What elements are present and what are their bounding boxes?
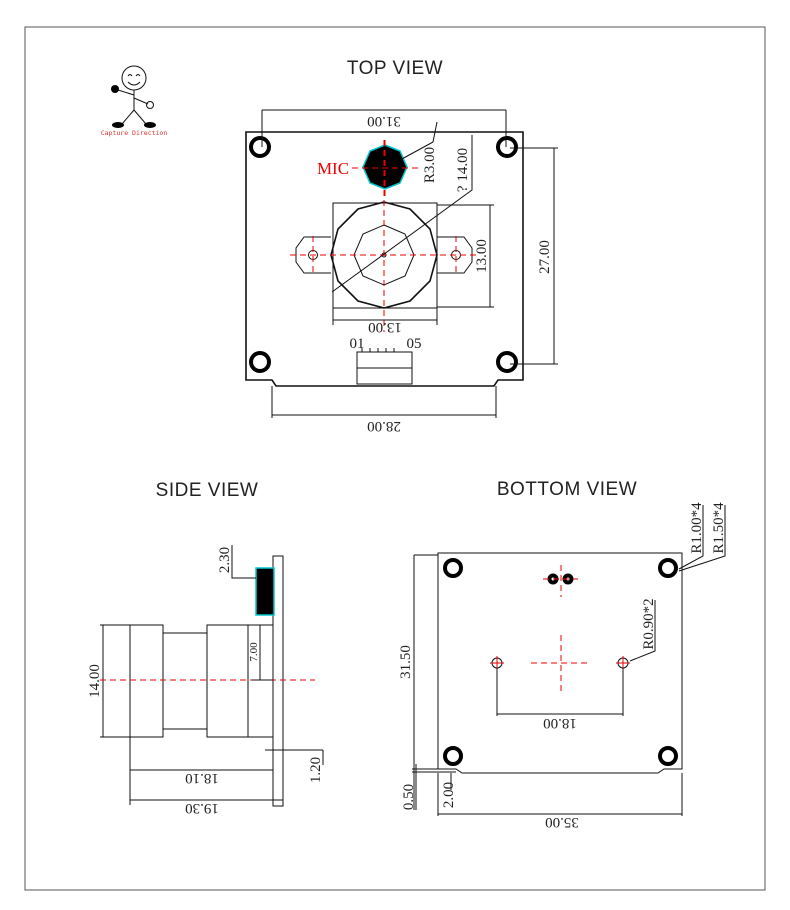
side-chip [255,567,275,616]
lens-width-label: 13.00 [368,319,402,335]
mount-hole [658,558,678,578]
hole-r1-label: R1.00*4 [689,502,705,554]
mount-hole [249,136,271,158]
top-board-outline [245,131,524,387]
offset-a-label: 0.50 [401,784,417,810]
top-view-title: TOP VIEW [347,58,443,79]
pin-first-label: 01 [350,336,365,352]
lens-height-label: 13.00 [474,239,490,273]
board-thickness-label: 1.20 [308,757,324,783]
bottom-height-label: 31.50 [398,645,414,679]
hole-height-label: 27.00 [537,240,553,274]
hole-r2-label: R1.50*4 [711,502,727,554]
offset-b-label: 2.00 [441,782,457,808]
drawing-frame [24,26,766,891]
width-bottom-label: 28.00 [367,418,401,434]
capture-direction-icon [111,65,156,128]
mount-hole [496,351,518,373]
mount-hole [443,558,463,578]
small-hole-label: R0.90*2 [641,598,657,649]
mount-hole [249,351,271,373]
lens-half-label: 7.00 [248,642,260,662]
lens-length-label: 18.10 [185,770,219,786]
total-length-label: 19.30 [185,800,219,816]
capture-direction-caption: Capture Direction [101,129,168,137]
bottom-view [412,505,726,816]
top-view [245,109,558,418]
width-overall-label: 31.00 [367,113,401,129]
mic-component [362,144,408,190]
mount-hole [496,136,518,158]
mic-label: MIC [317,159,349,178]
pin-last-label: 05 [407,336,422,352]
lens-diameter-label: ? 14.00 [455,148,471,192]
lens-barrel [330,201,438,309]
bottom-width-label: 35.00 [545,814,579,830]
hole-spacing-label: 18.00 [543,715,577,731]
mount-hole [658,746,678,766]
side-view [100,545,324,807]
side-lens-diameter-label: 14.00 [87,664,103,698]
bottom-view-title: BOTTOM VIEW [497,479,637,500]
chip-height-label: 2.30 [217,547,233,573]
bottom-board-outline [437,552,683,774]
mount-hole [443,746,463,766]
mic-radius-label: R3.00 [422,147,438,183]
side-view-title: SIDE VIEW [156,480,259,501]
